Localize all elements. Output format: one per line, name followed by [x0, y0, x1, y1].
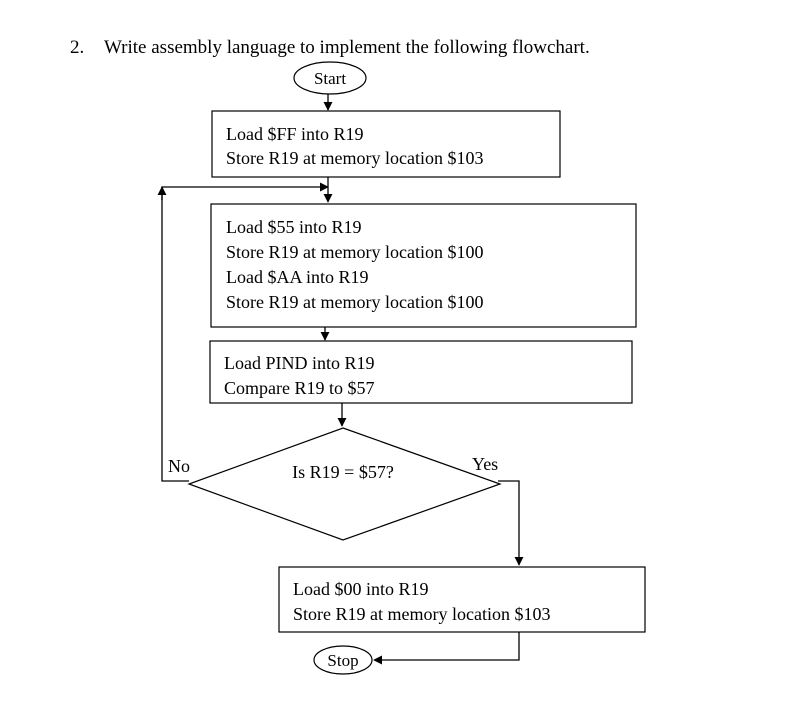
box2-line4: Store R19 at memory location $100 [226, 292, 483, 312]
connector-yes-branch [498, 480, 524, 566]
box4-line1: Load $00 into R19 [293, 579, 429, 599]
box2-line1: Load $55 into R19 [226, 217, 362, 237]
connector-no-loop [161, 182, 329, 482]
stop-terminal [313, 645, 373, 675]
stop-label: Stop [327, 651, 358, 670]
yes-label: Yes [472, 454, 498, 474]
process-box-read [209, 340, 633, 404]
start-label: Start [314, 69, 346, 88]
process-box-loop [210, 203, 637, 328]
box3-line1: Load PIND into R19 [224, 353, 375, 373]
box2-line3: Load $AA into R19 [226, 267, 369, 287]
box1-line2: Store R19 at memory location $103 [226, 148, 483, 168]
process-box-init [211, 110, 561, 178]
decision-label: Is R19 = $57? [292, 462, 394, 482]
decision-diamond [187, 427, 502, 541]
process-box-final [278, 566, 646, 633]
box1-line1: Load $FF into R19 [226, 124, 364, 144]
box3-line2: Compare R19 to $57 [224, 378, 375, 398]
box4-line2: Store R19 at memory location $103 [293, 604, 550, 624]
box2-line2: Store R19 at memory location $100 [226, 242, 483, 262]
no-label: No [168, 456, 190, 476]
start-terminal [293, 61, 367, 95]
question-number: 2. [70, 37, 84, 58]
question-prompt: Write assembly language to implement the… [104, 37, 590, 58]
connector-box4-stop [373, 632, 520, 665]
